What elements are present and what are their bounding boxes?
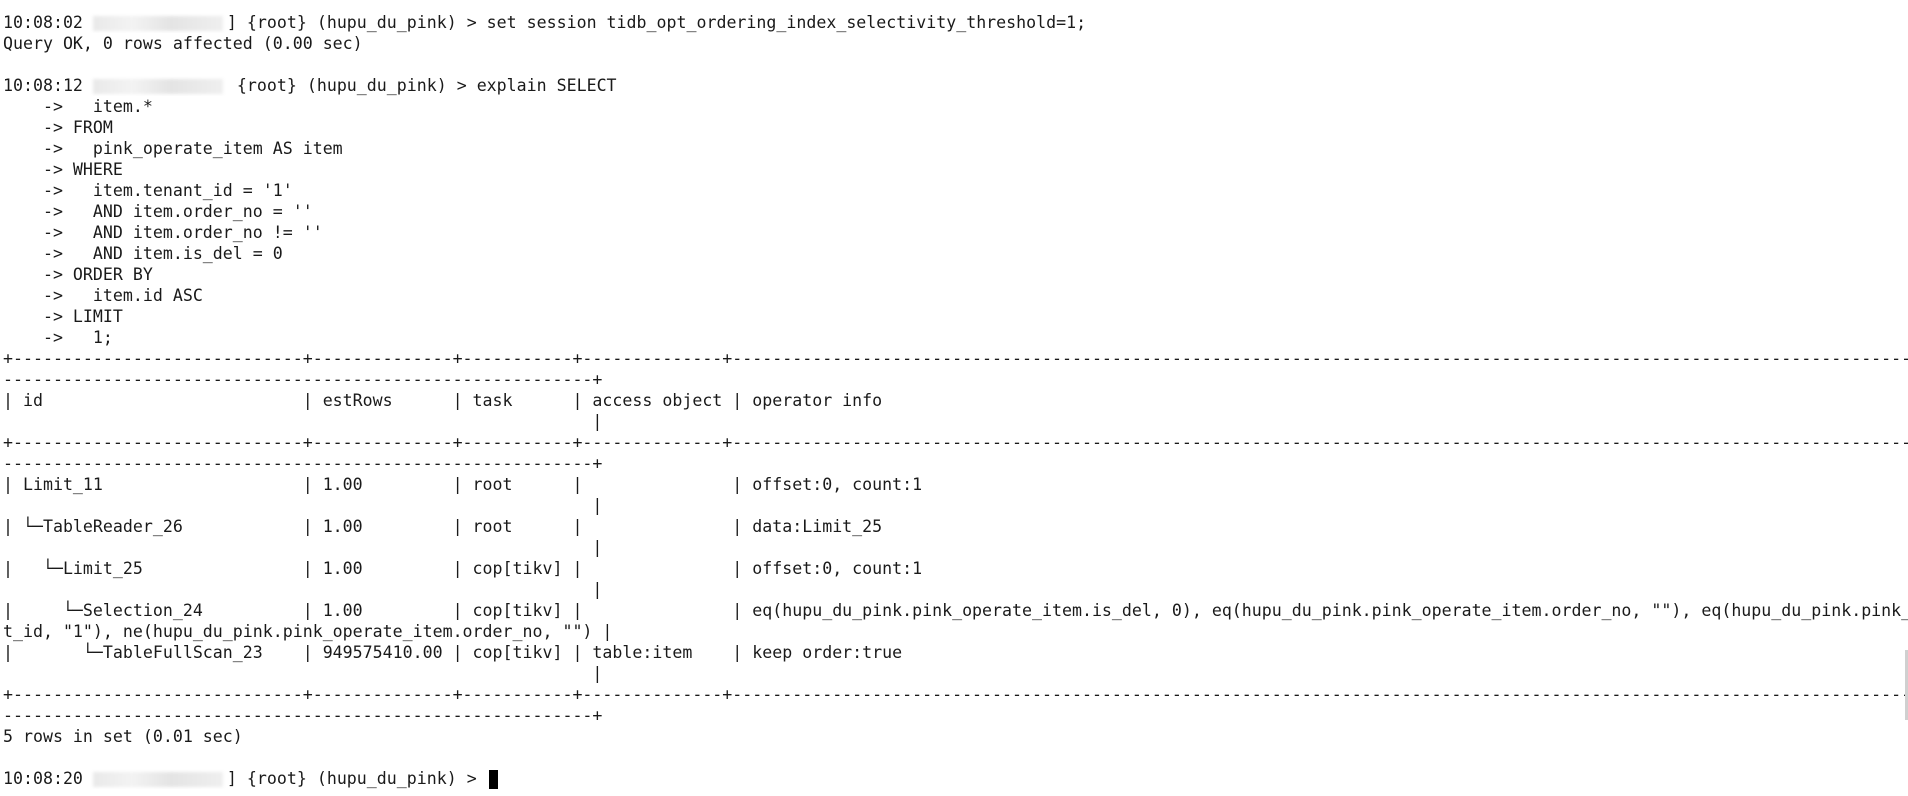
output-line: -> FROM <box>3 118 113 137</box>
output-line: ----------------------------------------… <box>3 454 603 473</box>
output-line: -> LIMIT <box>3 307 123 326</box>
terminal-line-clipped <box>3 0 1908 12</box>
output-line: +-----------------------------+---------… <box>3 349 1908 368</box>
terminal-output[interactable]: 10:08:02 ] {root} (hupu_du_pink) > set s… <box>3 0 1908 789</box>
text-cursor[interactable] <box>488 770 498 789</box>
output-line: t_id, "1"), ne(hupu_du_pink.pink_operate… <box>3 622 613 641</box>
prompt-timestamp: 10:08:20 <box>3 769 93 788</box>
output-line: -> AND item.order_no = '' <box>3 202 313 221</box>
output-line <box>3 54 1908 75</box>
output-line: ----------------------------------------… <box>3 370 603 389</box>
command-text: explain SELECT <box>476 76 617 95</box>
output-line <box>3 747 1908 768</box>
output-line: | <box>3 664 603 683</box>
output-line: | └─TableReader_26 | 1.00 | root | | dat… <box>3 517 883 536</box>
output-line: | <box>3 496 603 515</box>
prompt-text: ] {root} (hupu_du_pink) > <box>226 769 487 788</box>
prompt-line: 10:08:02 ] {root} (hupu_du_pink) > set s… <box>3 12 1908 33</box>
output-line: +-----------------------------+---------… <box>3 433 1908 452</box>
output-line: | Limit_11 | 1.00 | root | | offset:0, c… <box>3 475 923 494</box>
output-line: -> item.* <box>3 97 153 116</box>
output-line: -> AND item.order_no != '' <box>3 223 323 242</box>
redacted-host <box>92 772 223 787</box>
output-line: | <box>3 580 603 599</box>
output-line: | <box>3 412 603 431</box>
output-line: -> ORDER BY <box>3 265 153 284</box>
output-line: ----------------------------------------… <box>3 706 603 725</box>
prompt-line: 10:08:20 ] {root} (hupu_du_pink) > <box>3 768 1908 789</box>
prompt-line: 10:08:12 {root} (hupu_du_pink) > explain… <box>3 75 1908 96</box>
output-line: 5 rows in set (0.01 sec) <box>3 727 243 746</box>
prompt-timestamp: 10:08:02 <box>3 13 93 32</box>
output-line: -> item.tenant_id = '1' <box>3 181 293 200</box>
output-line: | id | estRows | task | access object | … <box>3 391 883 410</box>
output-line: | └─Selection_24 | 1.00 | cop[tikv] | | … <box>3 601 1908 620</box>
output-line: | └─Limit_25 | 1.00 | cop[tikv] | | offs… <box>3 559 923 578</box>
output-line: | <box>3 538 603 557</box>
output-line: Query OK, 0 rows affected (0.00 sec) <box>3 34 363 53</box>
output-line: -> WHERE <box>3 160 123 179</box>
output-line: -> 1; <box>3 328 113 347</box>
redacted-host <box>92 79 223 94</box>
command-text: set session tidb_opt_ordering_index_sele… <box>486 13 1087 32</box>
redacted-host <box>92 16 223 31</box>
output-line: -> item.id ASC <box>3 286 203 305</box>
prompt-text: ] {root} (hupu_du_pink) > <box>226 13 487 32</box>
prompt-timestamp: 10:08:12 <box>3 76 93 95</box>
output-line: -> AND item.is_del = 0 <box>3 244 283 263</box>
scrollbar[interactable] <box>1905 650 1908 720</box>
output-line: +-----------------------------+---------… <box>3 685 1908 704</box>
output-line: | └─TableFullScan_23 | 949575410.00 | co… <box>3 643 903 662</box>
prompt-text: {root} (hupu_du_pink) > <box>226 76 477 95</box>
output-line: -> pink_operate_item AS item <box>3 139 343 158</box>
